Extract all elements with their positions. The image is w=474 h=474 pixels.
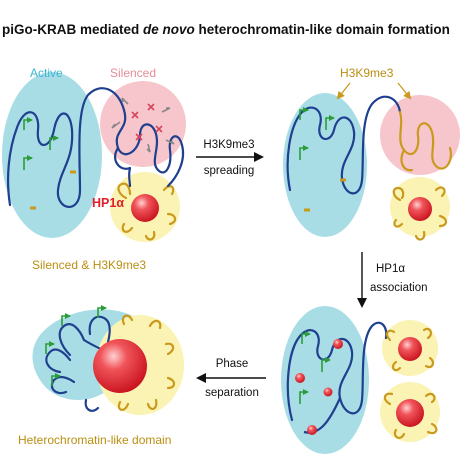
hp1-loops-3a — [385, 327, 435, 372]
active-marks-1 — [23, 117, 59, 170]
hp1-droplet-small-1 — [333, 339, 343, 349]
hp1-droplet-small-4 — [307, 425, 317, 435]
label-hp1a-top: HP1α — [92, 196, 124, 210]
hp1-condensate — [93, 339, 147, 393]
hp1-droplet-small-2 — [295, 373, 305, 383]
label-h3k9me3-top: H3K9me3 — [340, 66, 394, 80]
hp1-loops-2 — [392, 186, 448, 241]
panel-hp1-bound-state — [281, 306, 440, 454]
arrow2-label-line2: association — [370, 282, 428, 294]
arrow1-label-line1: H3K9me3 — [203, 139, 254, 151]
arrow2-label-line1: HP1α — [376, 263, 405, 275]
arrow3-label-line1: Phase — [216, 358, 249, 370]
active-marks-3 — [299, 331, 331, 404]
active-marks-4 — [45, 305, 107, 386]
panel-heterochromatin-domain: Heterochromatin-like domain — [18, 305, 184, 447]
label-silenced-h3k9me3: Silenced & H3K9me3 — [32, 258, 146, 272]
step-arrow-spreading: H3K9me3 spreading — [196, 139, 264, 177]
hp1-sphere-1 — [131, 194, 159, 222]
step-arrow-association: HP1α association — [357, 252, 428, 308]
hp1-sphere-3b — [396, 399, 424, 427]
label-active: Active — [30, 66, 63, 80]
hp1-loops-3b — [383, 392, 438, 439]
panel-spread-state: H3K9me3 — [283, 66, 460, 241]
label-silenced: Silenced — [110, 66, 156, 80]
active-marks-2 — [299, 107, 335, 160]
h3k9me3-pointer-right — [397, 82, 412, 100]
h3k9me3-loops-2 — [398, 110, 452, 172]
silenced-region-1 — [100, 81, 186, 167]
label-heterochromatin-domain: Heterochromatin-like domain — [18, 433, 171, 447]
panel-initial-state: Active Silenced HP1α Silenced & H3K9me3 — [2, 66, 186, 272]
step-arrow-phase-separation: Phase separation — [196, 358, 266, 399]
active-region-3 — [281, 306, 369, 454]
hp1-sphere-3a — [398, 337, 422, 361]
arrow3-label-line2: separation — [205, 387, 259, 399]
hp1-loops-1 — [117, 143, 185, 241]
h3k9me3-pointer-left — [336, 82, 351, 100]
chromatin-fiber-3 — [286, 321, 388, 422]
figure-title: piGo-KRAB mediated de novo heterochromat… — [2, 22, 450, 37]
active-region-2 — [283, 93, 367, 237]
arrow1-label-line2: spreading — [204, 165, 255, 177]
chromatin-fiber-1 — [6, 87, 184, 208]
hp1-sphere-2 — [408, 197, 432, 221]
silencing-marks — [111, 97, 175, 153]
hp1-droplet-small-3 — [323, 387, 333, 397]
